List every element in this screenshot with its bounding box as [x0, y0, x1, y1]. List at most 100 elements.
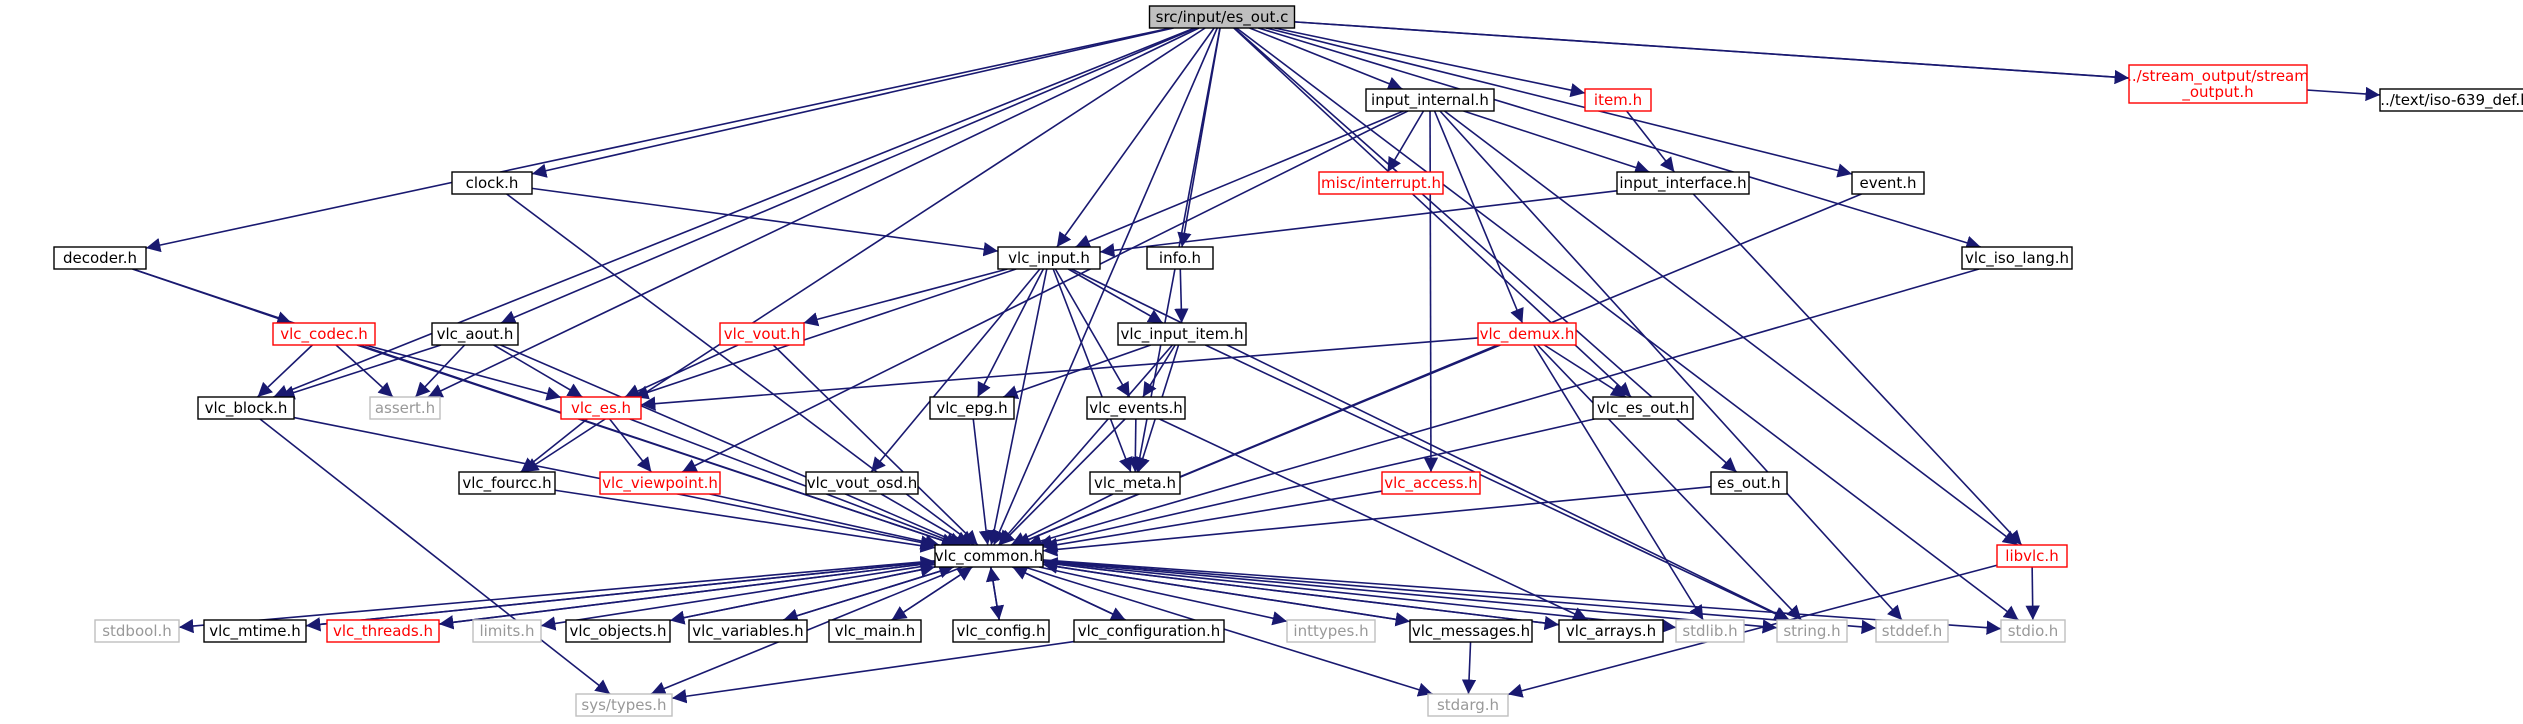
edge-input-internal-h-to-vlc-input-h — [1075, 110, 1404, 249]
node-box — [952, 619, 1050, 643]
node-vlc-es-out-h[interactable]: vlc_es_out.h — [1592, 396, 1694, 420]
node-input-interface-h[interactable]: input_interface.h — [1616, 171, 1750, 195]
edge-vlc-codec-h-to-assert-h — [335, 344, 394, 398]
node-assert-h[interactable]: assert.h — [369, 396, 441, 420]
node-vlc-access-h[interactable]: vlc_access.h — [1381, 471, 1481, 495]
node-box — [934, 544, 1044, 568]
edge-vlc-common-h-to-stddef-h — [1042, 559, 1877, 635]
edge-libvlc-h-to-stdio-h — [2025, 566, 2040, 621]
node-box — [1086, 396, 1186, 420]
node-vlc-variables-h[interactable]: vlc_variables.h — [688, 619, 808, 643]
node-iso-639-def-h[interactable]: ../text/iso-639_def.h — [2379, 88, 2523, 112]
node-box — [451, 171, 533, 195]
node-vlc-mtime-h[interactable]: vlc_mtime.h — [203, 619, 307, 643]
node-label: event.h — [1860, 174, 1917, 192]
node-event-h[interactable]: event.h — [1851, 171, 1925, 195]
node-box — [1381, 471, 1481, 495]
edge-vlc-input-h-to-vlc-vout-h — [803, 268, 1008, 327]
node-es-out-c[interactable]: src/input/es_out.c — [1148, 5, 1296, 29]
node-label: vlc_es.h — [571, 399, 631, 418]
node-label: vlc_vout.h — [724, 325, 801, 344]
node-stdarg-h[interactable]: stdarg.h — [1427, 693, 1509, 717]
node-box — [575, 693, 673, 717]
node-vlc-events-h[interactable]: vlc_events.h — [1086, 396, 1186, 420]
node-vlc-demux-h[interactable]: vlc_demux.h — [1477, 322, 1577, 346]
edge-vlc-input-h-to-vlc-input-item-h — [1067, 268, 1164, 324]
edge-vlc-main-h-to-vlc-common-h — [891, 566, 973, 621]
node-vlc-fourcc-h[interactable]: vlc_fourcc.h — [458, 471, 556, 495]
node-box — [1286, 619, 1376, 643]
edge-input-internal-h-to-vlc-access-h — [1423, 110, 1439, 473]
edge-vlc-common-h-to-stdarg-h — [1024, 566, 1433, 697]
node-stdio-h[interactable]: stdio.h — [2000, 619, 2066, 643]
node-vlc-arrays-h[interactable]: vlc_arrays.h — [1558, 619, 1664, 643]
edge-vlc-common-h-to-string-h — [1042, 560, 1778, 634]
node-vlc-objects-h[interactable]: vlc_objects.h — [565, 619, 671, 643]
node-label: stddef.h — [1882, 622, 1942, 640]
edge-vlc-input-item-h-to-vlc-common-h — [997, 344, 1174, 546]
edge-input-internal-h-to-vlc-viewpoint-h — [681, 110, 1409, 473]
node-box — [326, 619, 440, 643]
node-vlc-vout-h[interactable]: vlc_vout.h — [719, 322, 805, 346]
node-es-out-h[interactable]: es_out.h — [1710, 471, 1788, 495]
node-label: assert.h — [375, 399, 435, 417]
node-label: vlc_mtime.h — [209, 622, 301, 641]
node-vlc-aout-h[interactable]: vlc_aout.h — [431, 322, 519, 346]
node-stream-output-h[interactable]: ../stream_output/stream_output.h — [2127, 64, 2309, 104]
edge-input-interface-h-to-vlc-input-h — [1099, 190, 1618, 258]
node-vlc-es-h[interactable]: vlc_es.h — [560, 396, 642, 420]
node-decoder-h[interactable]: decoder.h — [53, 246, 147, 270]
node-stdlib-h[interactable]: stdlib.h — [1675, 619, 1745, 643]
edge-vlc-es-out-h-to-vlc-common-h — [1037, 418, 1595, 549]
node-info-h[interactable]: info.h — [1146, 246, 1214, 270]
node-vlc-configuration-h[interactable]: vlc_configuration.h — [1073, 619, 1225, 643]
node-vlc-threads-h[interactable]: vlc_threads.h — [326, 619, 440, 643]
node-vlc-messages-h[interactable]: vlc_messages.h — [1409, 619, 1533, 643]
node-label: vlc_vout_osd.h — [807, 474, 918, 493]
node-box — [1584, 88, 1652, 112]
node-inttypes-h[interactable]: inttypes.h — [1286, 619, 1376, 643]
node-libvlc-h[interactable]: libvlc.h — [1996, 544, 2068, 568]
node-label: vlc_meta.h — [1094, 474, 1176, 493]
edge-vlc-demux-h-to-vlc-common-h — [1015, 344, 1501, 547]
node-vlc-epg-h[interactable]: vlc_epg.h — [929, 396, 1015, 420]
node-stddef-h[interactable]: stddef.h — [1875, 619, 1949, 643]
node-string-h[interactable]: string.h — [1776, 619, 1848, 643]
node-vlc-input-item-h[interactable]: vlc_input_item.h — [1117, 322, 1247, 346]
node-vlc-common-h[interactable]: vlc_common.h — [934, 544, 1044, 568]
node-item-h[interactable]: item.h — [1584, 88, 1652, 112]
node-clock-h[interactable]: clock.h — [451, 171, 533, 195]
node-vlc-config-h[interactable]: vlc_config.h — [952, 619, 1050, 643]
node-label: limits.h — [479, 622, 534, 640]
node-vlc-codec-h[interactable]: vlc_codec.h — [272, 322, 376, 346]
edge-vlc-vout-osd-h-to-vlc-common-h — [880, 493, 971, 546]
node-label: sys/types.h — [581, 696, 666, 714]
node-misc-interrupt-h[interactable]: misc/interrupt.h — [1318, 171, 1444, 195]
node-vlc-viewpoint-h[interactable]: vlc_viewpoint.h — [599, 471, 721, 495]
node-vlc-input-h[interactable]: vlc_input.h — [997, 246, 1101, 270]
node-label: vlc_viewpoint.h — [602, 474, 718, 493]
edge-vlc-aout-h-to-vlc-common-h — [500, 344, 964, 546]
node-label: decoder.h — [63, 249, 137, 267]
edge-vlc-common-h-to-stdio-h — [1042, 559, 2002, 635]
node-vlc-vout-osd-h[interactable]: vlc_vout_osd.h — [805, 471, 919, 495]
node-box — [997, 246, 1101, 270]
node-label: stdio.h — [2008, 622, 2059, 640]
node-vlc-iso-lang-h[interactable]: vlc_iso_lang.h — [1961, 246, 2073, 270]
node-box — [458, 471, 556, 495]
node-box — [1148, 5, 1296, 29]
node-input-internal-h[interactable]: input_internal.h — [1365, 88, 1495, 112]
node-box — [197, 396, 295, 420]
node-sys-types-h[interactable]: sys/types.h — [575, 693, 673, 717]
node-limits-h[interactable]: limits.h — [472, 619, 542, 643]
node-vlc-main-h[interactable]: vlc_main.h — [828, 619, 922, 643]
node-box — [1365, 88, 1495, 112]
edge-vlc-input-item-h-to-vlc-epg-h — [1002, 344, 1152, 400]
node-vlc-meta-h[interactable]: vlc_meta.h — [1089, 471, 1181, 495]
node-stdbool-h[interactable]: stdbool.h — [94, 619, 180, 643]
edge-es-out-c-to-vlc-input-h — [1056, 27, 1215, 248]
node-vlc-block-h[interactable]: vlc_block.h — [197, 396, 295, 420]
edge-vlc-vout-h-to-vlc-es-h — [624, 344, 739, 398]
edge-input-internal-h-to-vlc-demux-h — [1433, 110, 1524, 324]
